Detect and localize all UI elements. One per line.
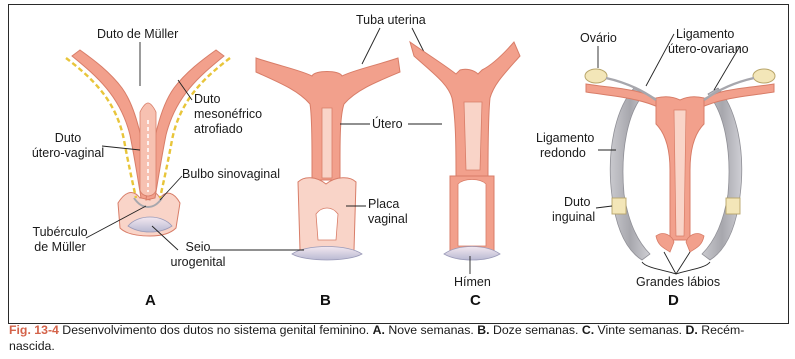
caption-b-text: Doze semanas. bbox=[490, 323, 582, 337]
label-tuba-uterina: Tuba uterina bbox=[356, 13, 426, 27]
inguinal-duct-left bbox=[612, 198, 626, 214]
leader-grandes-labios bbox=[642, 262, 710, 274]
label-seio-1: Seio bbox=[185, 240, 210, 254]
leader-grandes-labios-2 bbox=[664, 252, 676, 274]
round-ligament-left bbox=[610, 88, 650, 260]
muller-duct-left-a bbox=[72, 50, 150, 200]
caption-a-label: A. bbox=[373, 323, 385, 337]
panel-label-d: D bbox=[668, 292, 679, 309]
leader-tuba-1 bbox=[362, 28, 380, 64]
label-ligamento-uo-2: útero-ovariano bbox=[668, 42, 749, 56]
caption-a-text: Nove semanas. bbox=[385, 323, 477, 337]
label-himen: Hímen bbox=[454, 275, 491, 289]
label-seio-2: urogenital bbox=[171, 255, 226, 269]
panel-c-drawing bbox=[410, 42, 520, 260]
caption-c-text: Vinte semanas. bbox=[594, 323, 685, 337]
ovary-right bbox=[753, 69, 775, 83]
label-ligamento-redondo-2: redondo bbox=[540, 146, 586, 160]
label-duto-mesonefrico-1: Duto bbox=[194, 92, 220, 106]
label-tuberculo-1: Tubérculo bbox=[32, 225, 87, 239]
caption-d-label: D. bbox=[686, 323, 698, 337]
panel-d-drawing bbox=[585, 69, 775, 260]
label-ligamento-uo-1: Ligamento bbox=[676, 27, 734, 41]
label-duto-inguinal-2: inguinal bbox=[552, 210, 595, 224]
label-ligamento-redondo-1: Ligamento bbox=[536, 131, 594, 145]
label-ovario: Ovário bbox=[580, 31, 617, 45]
panel-label-c: C bbox=[470, 292, 481, 309]
label-placa-2: vaginal bbox=[368, 212, 408, 226]
label-duto-mesonefrico-3: atrofiado bbox=[194, 122, 243, 136]
label-duto-muller: Duto de Müller bbox=[97, 27, 178, 41]
panel-a-drawing bbox=[66, 50, 230, 236]
inguinal-duct-right bbox=[726, 198, 740, 214]
label-grandes-labios: Grandes lábios bbox=[636, 275, 720, 289]
panel-label-b: B bbox=[320, 292, 331, 309]
label-bulbo-sinovaginal: Bulbo sinovaginal bbox=[182, 167, 280, 181]
panel-label-a: A bbox=[145, 292, 156, 309]
panel-b-drawing bbox=[256, 58, 400, 260]
leader-duto-inguinal bbox=[596, 206, 612, 208]
label-tuberculo-2: de Müller bbox=[34, 240, 85, 254]
caption-c-label: C. bbox=[582, 323, 594, 337]
label-duto-utero-1: Duto bbox=[55, 131, 81, 145]
label-duto-utero-2: útero-vaginal bbox=[32, 146, 104, 160]
round-ligament-right bbox=[702, 88, 742, 260]
leader-ligamento-uo-1 bbox=[646, 34, 674, 86]
caption-figure-number: Fig. 13-4 bbox=[9, 323, 59, 337]
caption-text: Desenvolvimento dos dutos no sistema gen… bbox=[59, 323, 373, 337]
label-duto-inguinal-1: Duto bbox=[564, 195, 590, 209]
ovary-left bbox=[585, 69, 607, 83]
label-duto-mesonefrico-2: mesonéfrico bbox=[194, 107, 262, 121]
label-placa-1: Placa bbox=[368, 197, 399, 211]
label-utero: Útero bbox=[372, 116, 403, 131]
figure-caption: Fig. 13-4 Desenvolvimento dos dutos no s… bbox=[9, 322, 789, 354]
caption-b-label: B. bbox=[477, 323, 489, 337]
